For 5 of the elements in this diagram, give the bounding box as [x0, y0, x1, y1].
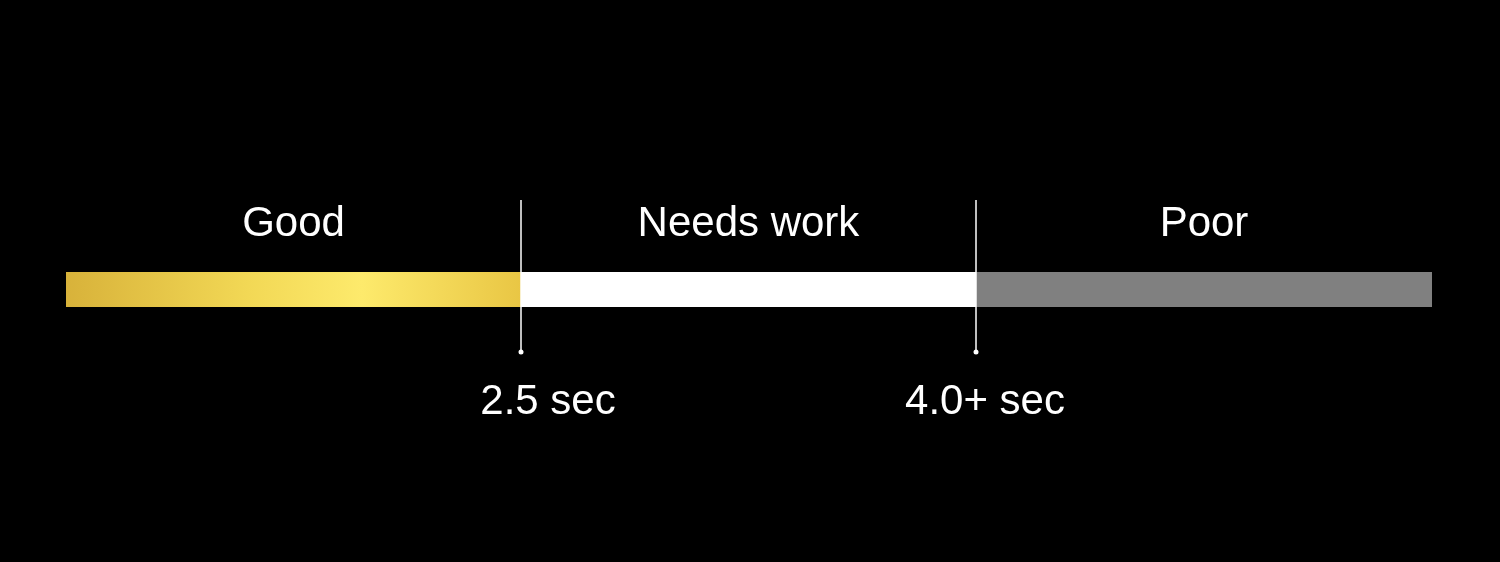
- band-heading: Needs work: [637, 197, 860, 247]
- band-heading: Poor: [1159, 197, 1249, 247]
- threshold-label: 2.5 sec: [480, 375, 616, 425]
- band-heading: Good: [242, 197, 345, 247]
- threshold-label: 4.0+ sec: [905, 375, 1065, 425]
